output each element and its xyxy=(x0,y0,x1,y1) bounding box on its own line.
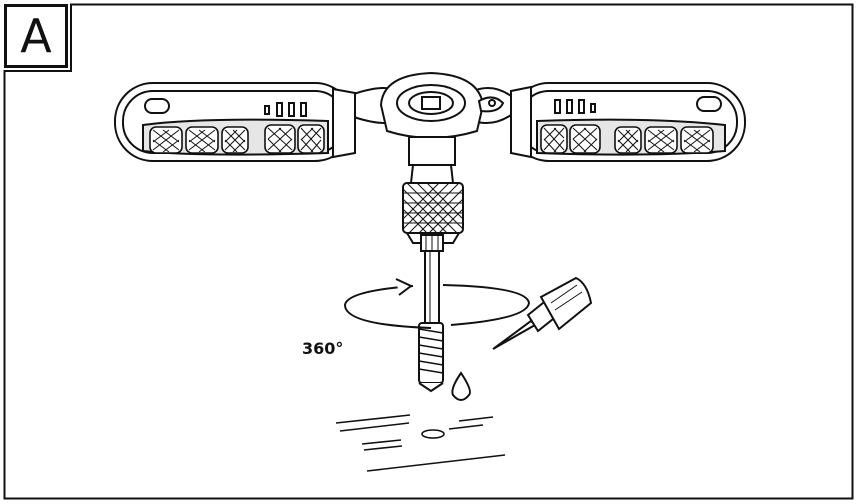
tap-wrench-icon xyxy=(114,71,746,244)
panel-border xyxy=(3,3,854,500)
diagram-frame xyxy=(3,3,854,500)
ratchet-hub xyxy=(379,71,505,139)
right-handle xyxy=(510,82,746,162)
rotation-arrow-icon xyxy=(343,278,531,329)
panel-label-box: A xyxy=(4,4,68,68)
panel-label: A xyxy=(20,9,52,63)
workpiece-surface xyxy=(335,414,506,472)
oil-bottle-icon xyxy=(492,276,593,350)
neck xyxy=(408,136,456,166)
left-handle xyxy=(114,82,356,162)
tap-icon xyxy=(418,234,444,393)
oil-drop-icon xyxy=(451,371,471,401)
rotation-angle-label: 360° xyxy=(302,339,344,358)
